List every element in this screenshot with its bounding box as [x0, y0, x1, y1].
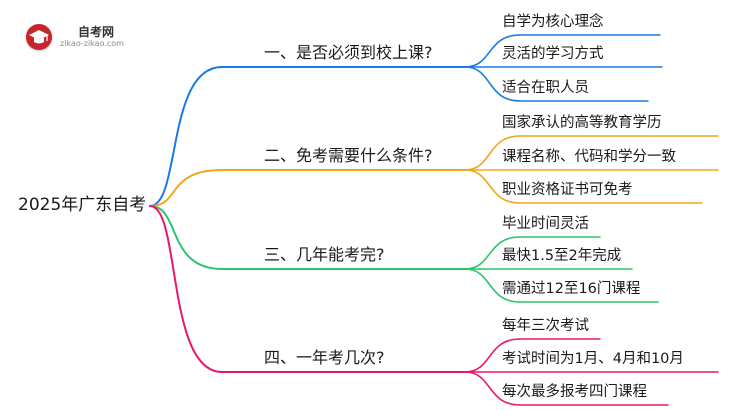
leaf-label-4-2: 考试时间为1月、4月和10月	[502, 351, 684, 367]
leaf-label-1-3: 适合在职人员	[502, 80, 589, 96]
logo-name: 自考网	[78, 25, 115, 39]
leaf-label-1-1: 自学为核心理念	[502, 14, 604, 30]
branch-leaf-connector	[464, 169, 521, 204]
branch-leaf-connector	[464, 338, 521, 373]
root-branch-connector	[149, 205, 223, 270]
branch-leaf-connector	[464, 135, 521, 171]
root-branch-connector	[149, 66, 223, 207]
branch-leaf-connector	[464, 371, 521, 406]
branch-label-4: 四、一年考几次?	[264, 348, 385, 367]
branch-leaf-connector	[464, 66, 521, 102]
branch-label-3: 三、几年能考完?	[264, 245, 385, 264]
branch-label-1: 一、是否必须到校上课?	[264, 43, 433, 62]
leaf-label-3-1: 毕业时间灵活	[502, 216, 589, 232]
leaf-label-2-3: 职业资格证书可免考	[502, 182, 633, 198]
leaf-label-2-1: 国家承认的高等教育学历	[502, 115, 662, 131]
leaf-label-3-2: 最快1.5至2年完成	[502, 248, 622, 264]
leaf-label-4-1: 每年三次考试	[502, 318, 589, 334]
leaf-label-4-3: 每次最多报考四门课程	[502, 384, 647, 400]
branch-leaf-connector	[464, 236, 521, 270]
branch-leaf-connector	[464, 34, 521, 68]
root-branch-connector	[149, 169, 223, 207]
root-node: 2025年广东自考	[18, 195, 147, 215]
site-logo: 自考网 zikao-zikao.com	[12, 18, 142, 54]
branch-label-2: 二、免考需要什么条件?	[264, 146, 433, 165]
leaf-label-3-3: 需通过12至16门课程	[502, 281, 641, 297]
branch-leaf-connector	[464, 268, 521, 303]
graduation-cap-icon	[26, 24, 52, 50]
leaf-label-2-2: 课程名称、代码和学分一致	[502, 149, 676, 165]
root-branch-connector	[149, 205, 223, 373]
logo-url: zikao-zikao.com	[60, 39, 124, 48]
leaf-label-1-2: 灵活的学习方式	[502, 46, 604, 62]
